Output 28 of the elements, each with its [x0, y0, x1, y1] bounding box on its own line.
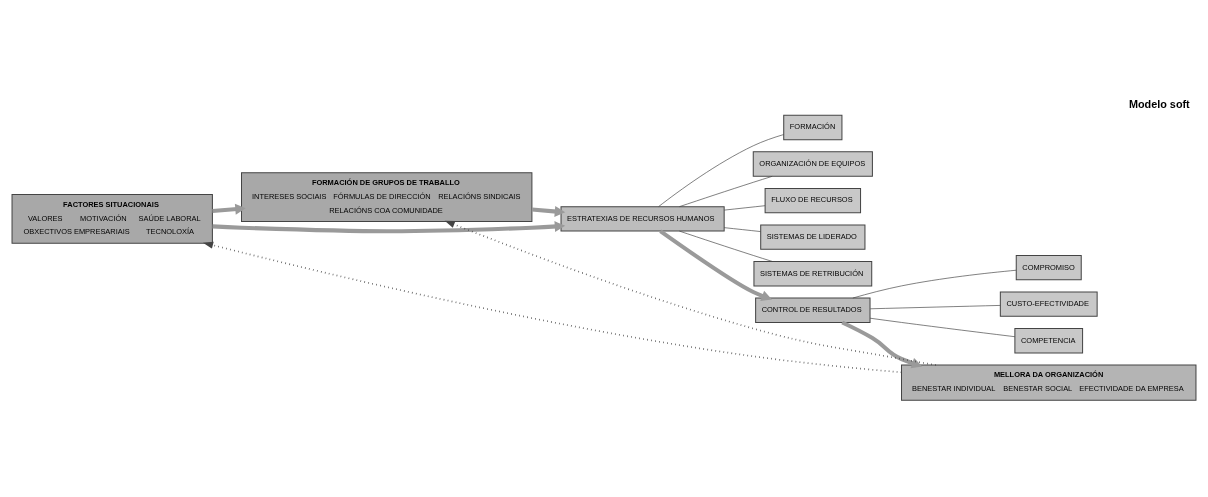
- node-box: SISTEMAS DE LIDERADO: [760, 223, 866, 250]
- connector: [679, 175, 773, 207]
- node-box: FACTORES SITUACIONAIS VALORES MOTIVACIÓN SAÚDE LABORAL OBXECTIVOS EMPRESARIAIS TECNOLOXÍA: [11, 193, 213, 244]
- node-box: COMPETENCIA: [1014, 327, 1084, 353]
- node-box: ESTRATEXIAS DE RECURSOS HUMANOS: [560, 205, 725, 232]
- connector: [658, 133, 784, 207]
- connector: [723, 204, 766, 210]
- connector: [723, 226, 761, 232]
- arrow: [444, 220, 937, 366]
- node-box: COMPROMISO: [1015, 254, 1082, 280]
- arrow: [212, 220, 566, 233]
- node-box: CONTROL DE RESULTADOS: [755, 297, 871, 323]
- connector: [852, 269, 1017, 298]
- node-box: FLUXO DE RECURSOS: [764, 187, 862, 213]
- node-box: SISTEMAS DE RETRIBUCIÓN: [753, 260, 873, 286]
- connector: [679, 230, 773, 262]
- node-box: MELLORA DA ORGANIZACIÓN BENESTAR INDIVIDUAL BENESTAR SOCIAL EFECTIVIDADE DA EMPRESA: [901, 364, 1197, 401]
- connector: [869, 304, 1001, 309]
- node-box: FORMACIÓN: [783, 114, 843, 140]
- node-box: CUSTO-EFECTIVIDADE: [999, 290, 1098, 317]
- arrow: [212, 203, 246, 215]
- node-box: ORGANIZACIÓN DE EQUIPOS: [752, 150, 873, 177]
- arrow: [841, 320, 923, 368]
- arrow: [659, 228, 772, 301]
- connector: [869, 317, 1016, 337]
- node-box: FORMACIÓN DE GRUPOS DE TRABALLO INTERESES SOCIAIS FÓRMULAS DE DIRECCIÓN RELACIÓNS SINDICAIS RELACIÓNS COA COMUNIDADE: [241, 171, 533, 222]
- diagram-title: Modelo soft: [1128, 97, 1190, 110]
- arrow: [531, 205, 566, 217]
